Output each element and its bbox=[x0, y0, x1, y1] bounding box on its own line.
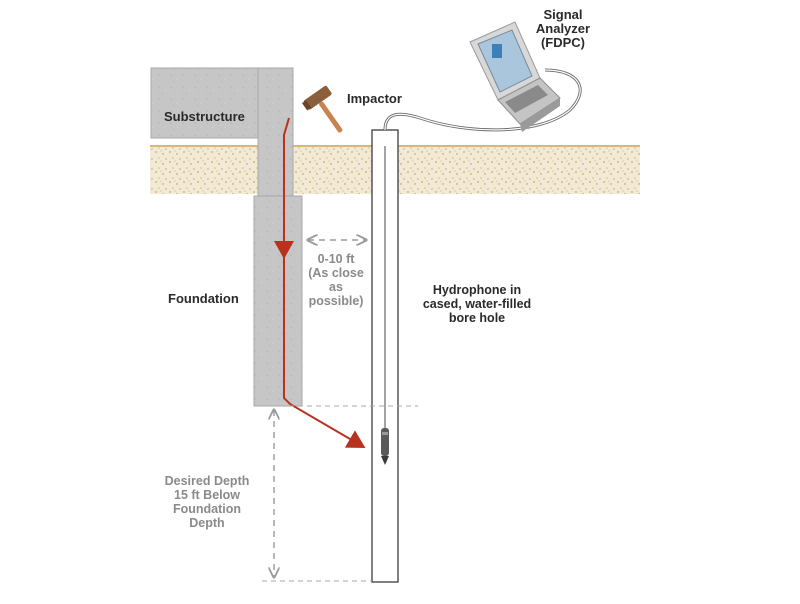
depth-label: Desired Depth 15 ft Below Foundation Dep… bbox=[164, 474, 250, 530]
hammer-icon bbox=[302, 85, 343, 133]
foundation-label: Foundation bbox=[168, 291, 239, 306]
depth-dimension bbox=[262, 405, 418, 582]
hydrophone-label: Hydrophone in cased, water-filled bore h… bbox=[422, 283, 532, 325]
offset-label: 0-10 ft (As close as possible) bbox=[308, 252, 364, 308]
wave-path bbox=[274, 117, 366, 449]
hydrophone-probe bbox=[381, 428, 389, 465]
substructure-label: Substructure bbox=[164, 109, 245, 124]
laptop-case-icon bbox=[469, 21, 561, 132]
foundation-shaft bbox=[253, 195, 303, 407]
bore-hole bbox=[371, 129, 399, 583]
signal-analyzer-label: Signal Analyzer (FDPC) bbox=[535, 7, 591, 50]
impactor-label: Impactor bbox=[347, 91, 402, 106]
